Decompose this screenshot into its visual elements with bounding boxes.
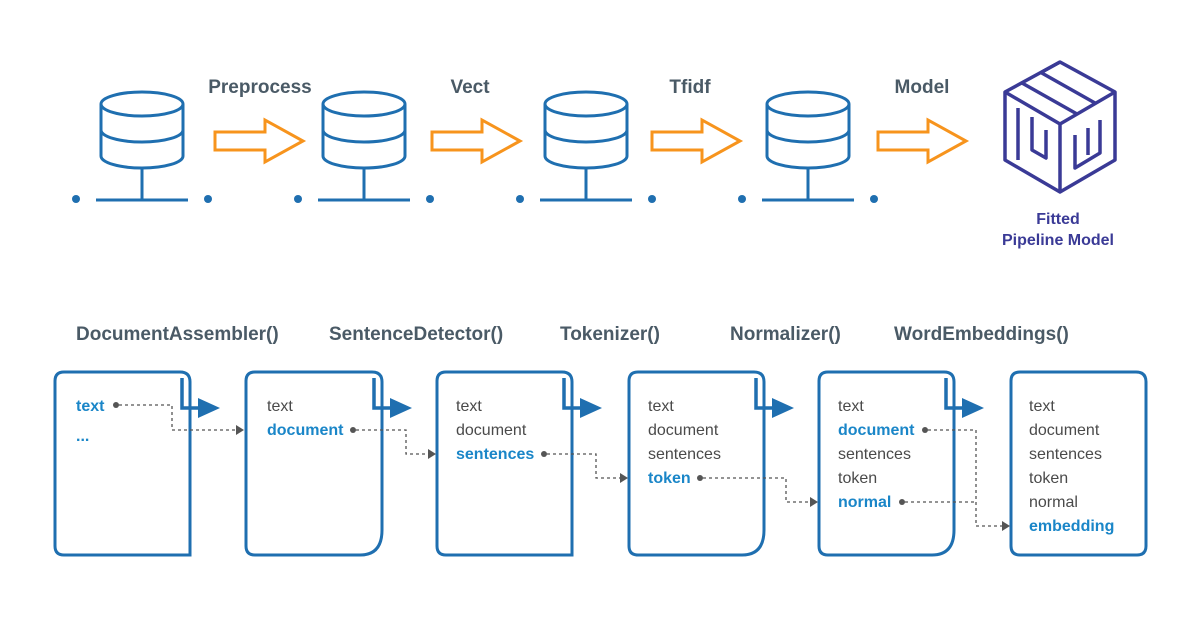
stage-label: Vect bbox=[450, 77, 490, 98]
step-arrow-icon bbox=[372, 378, 412, 418]
annotator-label: Normalizer() bbox=[730, 324, 841, 345]
column-name: normal bbox=[838, 494, 891, 511]
column-name: embedding bbox=[1029, 518, 1114, 535]
column-name: token bbox=[838, 470, 877, 487]
top-pipeline: Preprocess Vect Tfidf Model Fitted Pipel… bbox=[72, 60, 1117, 249]
annotator-label: DocumentAssembler() bbox=[76, 324, 279, 345]
column-name: text bbox=[76, 398, 105, 415]
column-name: text bbox=[648, 398, 674, 415]
fitted-label-line2: Pipeline Model bbox=[1002, 232, 1114, 249]
column-name: text bbox=[267, 398, 293, 415]
step-arrow-icon bbox=[944, 378, 984, 418]
stage-label: Preprocess bbox=[208, 77, 312, 98]
annotator-labels: DocumentAssembler() SentenceDetector() T… bbox=[76, 324, 1069, 345]
column-name: text bbox=[456, 398, 482, 415]
flow-arrow-icon bbox=[876, 117, 970, 165]
column-name: document bbox=[456, 422, 527, 439]
flow-arrow-icon bbox=[430, 117, 524, 165]
column-name: sentences bbox=[648, 446, 721, 463]
document-box: text document bbox=[244, 370, 384, 557]
fitted-label-line1: Fitted bbox=[1036, 211, 1080, 228]
column-link bbox=[113, 402, 244, 435]
column-name: document bbox=[838, 422, 915, 439]
database-icon bbox=[516, 90, 656, 203]
step-arrow-icon bbox=[754, 378, 794, 418]
column-link bbox=[697, 475, 818, 507]
database-icon bbox=[72, 90, 212, 203]
column-name: sentences bbox=[1029, 446, 1102, 463]
column-links bbox=[113, 402, 1010, 531]
stage-label: Tfidf bbox=[669, 77, 711, 98]
step-arrow-icon bbox=[180, 378, 220, 418]
column-name: document bbox=[267, 422, 344, 439]
annotator-label: WordEmbeddings() bbox=[894, 324, 1069, 345]
column-link bbox=[541, 451, 628, 483]
column-name: sentences bbox=[456, 446, 534, 463]
blue-arrows bbox=[180, 378, 984, 418]
column-name: normal bbox=[1029, 494, 1078, 511]
stage-label: Model bbox=[895, 77, 950, 98]
document-box: text document sentences token normal emb… bbox=[1009, 370, 1148, 557]
document-box: text document sentences bbox=[435, 370, 574, 557]
database-icon bbox=[294, 90, 434, 203]
document-box: text document sentences token normal bbox=[817, 370, 956, 557]
flow-arrow-icon bbox=[650, 117, 744, 165]
flow-arrow-icon bbox=[213, 117, 307, 165]
column-name: token bbox=[648, 470, 691, 487]
column-name: token bbox=[1029, 470, 1068, 487]
column-link bbox=[899, 427, 1010, 531]
column-name: text bbox=[1029, 398, 1055, 415]
database-icon bbox=[738, 90, 878, 203]
document-boxes: text ... text document text document sen… bbox=[53, 370, 1148, 557]
column-name: document bbox=[1029, 422, 1100, 439]
column-name: sentences bbox=[838, 446, 911, 463]
annotator-label: Tokenizer() bbox=[560, 324, 660, 345]
column-name: text bbox=[838, 398, 864, 415]
cube-maze-logo-icon bbox=[1003, 60, 1117, 194]
step-arrow-icon bbox=[562, 378, 602, 418]
column-name: document bbox=[648, 422, 719, 439]
column-link bbox=[350, 427, 436, 459]
document-box: text ... bbox=[53, 370, 192, 557]
column-name: ... bbox=[76, 428, 89, 445]
annotator-label: SentenceDetector() bbox=[329, 324, 503, 345]
document-box: text document sentences token bbox=[627, 370, 766, 557]
